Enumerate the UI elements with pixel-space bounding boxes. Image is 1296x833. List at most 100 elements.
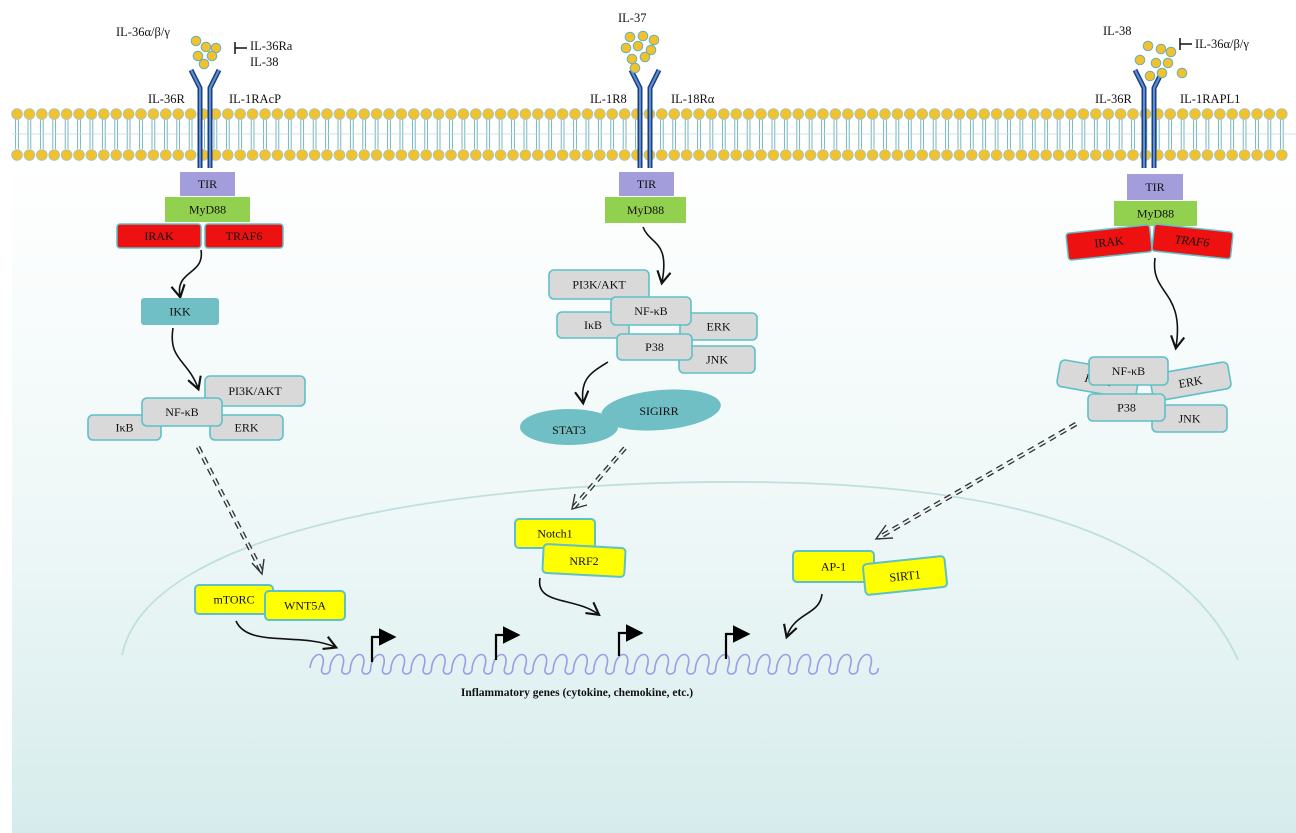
svg-text:NF-κB: NF-κB <box>165 405 198 419</box>
lipid-head <box>135 149 147 161</box>
lipid-head <box>804 108 817 120</box>
lipid-head <box>755 108 767 120</box>
lipid-head <box>978 108 990 120</box>
lipid-head <box>358 108 371 120</box>
lipid-head <box>234 108 247 120</box>
lipid-head <box>246 108 259 120</box>
lipid-head <box>705 108 718 120</box>
lipid-head <box>569 149 581 161</box>
lipid-head <box>494 108 507 120</box>
lipid-head <box>990 108 1003 120</box>
right-ligand-label: IL-38 <box>1103 24 1131 38</box>
lipid-head <box>903 149 916 161</box>
lipid-head <box>60 108 73 120</box>
lipid-head <box>1263 108 1276 120</box>
svg-text:PI3K/AKT: PI3K/AKT <box>572 278 626 292</box>
lipid-head <box>866 108 879 120</box>
lipid-head <box>928 149 941 161</box>
lipid-head <box>1028 149 1040 161</box>
left-ligand-dots <box>190 35 222 70</box>
lipid-head <box>854 108 866 120</box>
lipid-head <box>606 149 618 161</box>
lipid-head <box>1065 108 1077 120</box>
lipid-head <box>222 149 234 161</box>
lipid-head <box>730 108 742 120</box>
right-p38-box: P38 <box>1087 393 1166 422</box>
lipid-head <box>110 149 122 161</box>
lipid-head <box>259 149 271 161</box>
lipid-head <box>383 149 395 161</box>
lipid-head <box>1090 149 1102 161</box>
lipid-head <box>1003 108 1015 120</box>
lipid-head <box>990 149 1003 161</box>
lipid-head <box>482 108 495 120</box>
lipid-head <box>817 108 829 120</box>
cell-membrane <box>11 108 1296 161</box>
lipid-head <box>445 108 457 120</box>
lipid-head <box>767 108 780 120</box>
lipid-head <box>1114 108 1127 120</box>
left-ligand-label: IL-36α/β/γ <box>116 25 170 39</box>
left-ikk-box: IKK <box>141 298 219 325</box>
lipid-head <box>246 149 259 161</box>
lipid-head <box>457 108 470 120</box>
lipid-head <box>531 108 544 120</box>
lipid-head <box>941 149 953 161</box>
lipid-head <box>1114 149 1127 161</box>
svg-text:mTORC: mTORC <box>213 593 254 607</box>
lipid-head <box>556 108 569 120</box>
lipid-head <box>23 149 36 161</box>
lipid-head <box>147 108 160 120</box>
lipid-head <box>469 108 482 120</box>
lipid-head <box>618 149 631 161</box>
lipid-head <box>965 149 978 161</box>
lipid-head <box>296 108 309 120</box>
middle-receptor-label-left: IL-1R8 <box>590 92 627 106</box>
left-inhibitor-label-2: IL-38 <box>250 55 278 69</box>
left-myd88-box: MyD88 <box>165 197 250 222</box>
right-tir-box: TIR <box>1127 174 1183 200</box>
lipid-head <box>1040 108 1052 120</box>
lipid-head <box>1189 149 1201 161</box>
lipid-head <box>1226 108 1238 120</box>
left-pi3k-box: PI3K/AKT <box>204 375 306 407</box>
lipid-head <box>48 108 60 120</box>
lipid-head <box>1127 149 1139 161</box>
lipid-head <box>1052 108 1065 120</box>
lipid-head <box>1015 149 1028 161</box>
svg-text:NF-κB: NF-κB <box>634 304 667 318</box>
svg-text:IKK: IKK <box>169 305 191 319</box>
middle-receptor-label-right: IL-18Rα <box>671 92 715 106</box>
lipid-head <box>85 149 98 161</box>
svg-text:PI3K/AKT: PI3K/AKT <box>228 384 282 398</box>
middle-p38-box: P38 <box>616 333 693 361</box>
lipid-head <box>965 108 978 120</box>
lipid-head <box>271 108 284 120</box>
lipid-head <box>531 149 544 161</box>
lipid-head <box>110 108 122 120</box>
lipid-head <box>767 149 780 161</box>
lipid-head <box>916 108 928 120</box>
cytoplasm-background <box>12 160 1296 833</box>
lipid-head <box>407 108 420 120</box>
lipid-head <box>259 108 271 120</box>
right-inhibit-symbol <box>1179 38 1192 50</box>
middle-arrow-to-genes <box>538 577 601 617</box>
lipid-head <box>519 149 532 161</box>
lipid-head <box>854 149 866 161</box>
right-receptor <box>1132 68 1166 168</box>
lipid-head <box>48 149 60 161</box>
lipid-head <box>160 108 172 120</box>
svg-text:NF-κB: NF-κB <box>1112 364 1145 378</box>
lipid-head <box>407 149 420 161</box>
svg-text:TIR: TIR <box>637 177 656 191</box>
lipid-head <box>866 149 879 161</box>
lipid-head <box>1003 149 1015 161</box>
lipid-head <box>1176 149 1189 161</box>
lipid-head <box>122 149 135 161</box>
lipid-head <box>717 108 730 120</box>
lipid-head <box>308 108 321 120</box>
lipid-head <box>1201 108 1214 120</box>
svg-text:P38: P38 <box>1117 401 1136 415</box>
lipid-head <box>1189 108 1201 120</box>
